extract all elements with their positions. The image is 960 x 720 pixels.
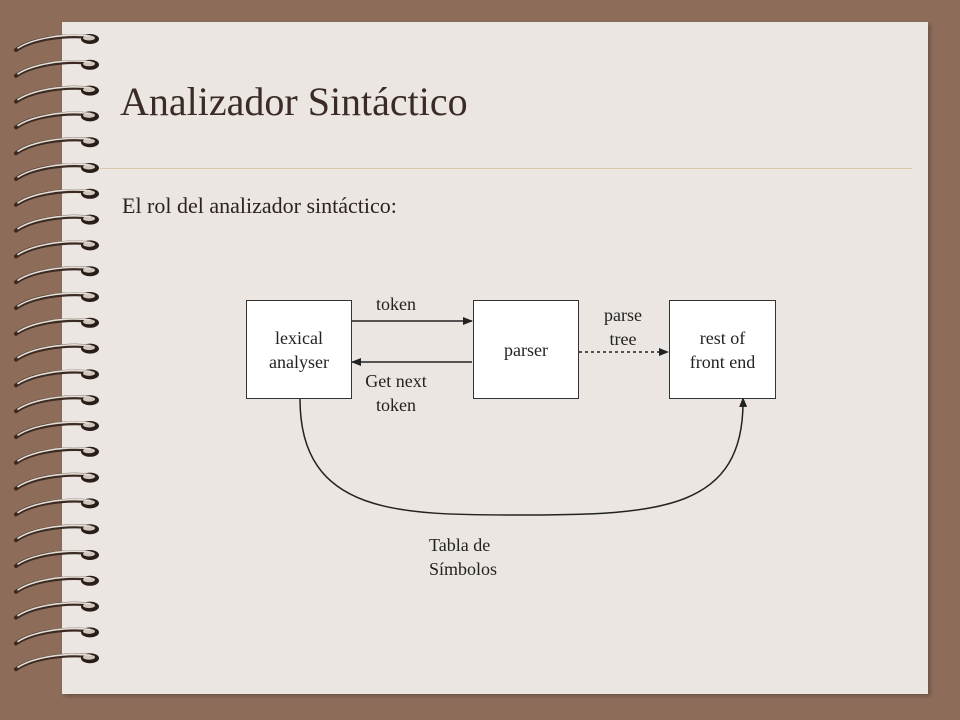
spiral-ring — [14, 59, 99, 78]
spiral-ring — [14, 369, 99, 388]
lexical-analyser-line-2: analyser — [269, 351, 329, 372]
spiral-ring — [14, 601, 99, 620]
rest-of-front-end-box: rest of front end — [669, 300, 776, 399]
spiral-ring — [14, 34, 99, 52]
spiral-ring — [14, 472, 99, 491]
symbol-table-line-2: Símbolos — [429, 559, 498, 579]
parse-tree-line-1: parse — [604, 305, 642, 325]
get-next-token-line-1: Get next — [365, 371, 427, 391]
spiral-ring — [14, 498, 99, 517]
spiral-ring — [14, 85, 99, 104]
spiral-ring — [14, 214, 99, 233]
parse-tree-label: parse tree — [580, 303, 666, 351]
parser-label: parser — [504, 339, 548, 360]
spiral-ring — [14, 421, 99, 439]
lexical-analyser-box: lexical analyser — [246, 300, 352, 399]
spiral-ring — [14, 653, 99, 672]
lexical-analyser-line-1: lexical — [275, 327, 323, 348]
slide-title: Analizador Sintáctico — [120, 79, 468, 124]
title-divider — [100, 168, 912, 169]
rest-of-front-end-line-2: front end — [689, 351, 756, 372]
spiral-ring — [14, 266, 99, 285]
token-label: token — [376, 294, 416, 314]
spiral-ring — [14, 395, 99, 414]
get-next-token-line-2: token — [376, 395, 416, 415]
spiral-ring — [14, 575, 99, 594]
spiral-ring — [14, 317, 99, 336]
spiral-ring — [14, 188, 99, 207]
spiral-ring — [14, 446, 99, 465]
spiral-ring — [14, 163, 99, 181]
spiral-ring — [14, 137, 99, 156]
spiral-binding — [14, 34, 99, 672]
spiral-ring — [14, 550, 99, 568]
spiral-ring — [14, 292, 99, 310]
spiral-ring — [14, 524, 99, 543]
parse-tree-line-2: tree — [609, 329, 637, 349]
spiral-ring — [14, 343, 99, 362]
slide-subtitle: El rol del analizador sintáctico: — [122, 193, 397, 218]
parser-box: parser — [473, 300, 579, 399]
symbol-table-curve — [299, 397, 748, 516]
spiral-ring — [14, 627, 99, 646]
get-next-token-label: Get next token — [346, 369, 446, 417]
symbol-table-label: Tabla de Símbolos — [429, 533, 497, 581]
spiral-ring — [14, 111, 99, 130]
symbol-table-line-1: Tabla de — [429, 535, 491, 555]
spiral-ring — [14, 240, 99, 259]
rest-of-front-end-line-1: rest of — [699, 327, 746, 348]
